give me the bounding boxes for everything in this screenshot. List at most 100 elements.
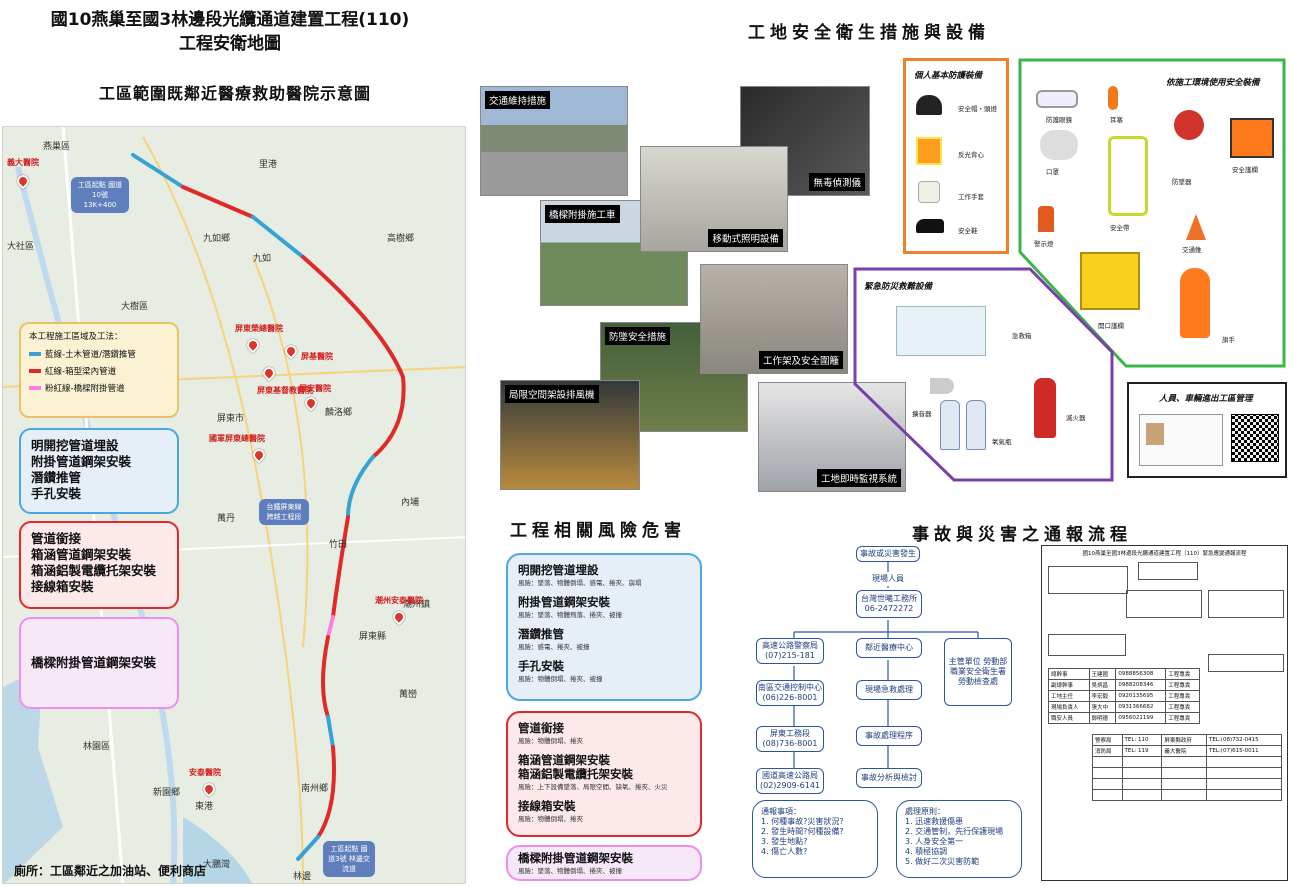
safety-title: 工地安全衛生措施與設備	[748, 23, 990, 43]
emergency-panel-border	[853, 267, 1114, 482]
hospital-label: 屏東基督教醫院	[257, 386, 313, 395]
photo-label: 防墜安全措施	[605, 327, 671, 345]
flow-rescue-node[interactable]: 現場急救處理	[856, 680, 922, 700]
hospital-label: 潮州安泰醫院	[375, 596, 423, 605]
place-label: 內埔	[401, 498, 420, 508]
table-cell: 0988856308	[1115, 668, 1167, 680]
risk-name: 手孔安裝	[518, 659, 564, 673]
flow-start-node[interactable]: 事故或災害發生	[856, 546, 920, 562]
qr-code-icon[interactable]	[1231, 414, 1279, 462]
flow-office-node[interactable]: 台灣世曦工務所 06-2472272	[856, 590, 922, 618]
table-cell: 副總幹事	[1048, 679, 1090, 691]
item-label: 滅火器	[1066, 414, 1086, 422]
item-label: 警示燈	[1034, 240, 1054, 248]
flow-resume-node[interactable]: 事故分析與檢討	[856, 768, 922, 788]
work-item: 箱涵鋁製電纜托架安裝	[31, 563, 157, 578]
doc-title: 國10燕巢至國3林邊段光纜通道建置工程（110）緊急應變通報流程	[1082, 551, 1247, 557]
table-cell: 王建國	[1088, 668, 1117, 680]
panel-title: 個人基本防護裝備	[914, 71, 983, 81]
place-label: 大社區	[7, 242, 35, 252]
risk-hazard: 風險：物體倒塌、捲夾	[518, 815, 583, 823]
photo-cctv[interactable]: 工地即時監視系統	[758, 382, 906, 492]
shoe-icon	[916, 219, 944, 233]
photo-label: 工作架及安全圍籬	[758, 351, 843, 369]
flow-connectors	[793, 560, 979, 768]
hospital-label: 安泰醫院	[189, 768, 221, 777]
legend-label: 藍線-土木管道/潛鑽推管	[45, 350, 136, 360]
legend-swatch	[29, 352, 41, 356]
table-row	[1092, 778, 1282, 790]
table-cell: 消防局	[1092, 745, 1123, 757]
item-label: 反光背心	[958, 151, 984, 159]
legend-label: 紅線-箱型梁內管道	[45, 367, 117, 377]
risk-hazard: 風險：上下設備墜落、局限空間、缺氧、捲夾、火災	[518, 783, 668, 791]
table-cell: 鄭明德	[1088, 712, 1117, 724]
place-label: 里港	[259, 160, 278, 170]
legend-item: 藍線-土木管道/潛鑽推管	[29, 348, 169, 360]
risk-name: 潛鑽推管	[518, 627, 564, 641]
legend-swatch	[29, 386, 41, 390]
hospital-label: 屏東榮總醫院	[235, 324, 283, 333]
emergency-panel: 緊急防災救難設備 急救箱 擴音器 氧氣瓶 滅火器	[852, 266, 1116, 484]
table-row	[1092, 756, 1282, 768]
helmet-icon	[916, 95, 942, 115]
notice-left-box: 通報事項： 1. 何種事故?災害狀況? 2. 發生時間?何種設備? 3. 發生地…	[752, 800, 878, 878]
main-title: 國10燕巢至國3林邊段光纜通道建置工程(110) 工程安衛地圖	[0, 8, 460, 56]
work-item: 附掛管道鋼架安裝	[31, 454, 132, 469]
table-cell: TEL:(08)732-0415	[1206, 734, 1282, 746]
item-label: 防護眼鏡	[1046, 116, 1072, 124]
flow-reporter-node: 現場人員	[862, 572, 914, 586]
photo-label: 無毒偵測儀	[809, 173, 865, 191]
photo-traffic[interactable]: 交通維持措施	[480, 86, 628, 196]
restroom-note: 廁所：工區鄰近之加油站、便利商店	[14, 864, 207, 878]
earplug-icon	[1108, 86, 1118, 110]
warning-light-icon	[1038, 206, 1054, 232]
legend-swatch	[29, 369, 41, 373]
flow-process-node[interactable]: 事故處理程序	[856, 726, 922, 746]
risk-hazard: 風險：墜落、物體飛落、捲夾、被撞	[518, 611, 622, 619]
flow-agencies-node[interactable]: 主管單位 勞動部職業安全衛生署 勞動檢查處	[944, 638, 1012, 706]
notice-title: 處理原則：	[905, 807, 945, 816]
work-item: 明開挖管道埋設	[31, 438, 119, 453]
place-label: 大樹區	[121, 302, 149, 312]
map-legend: 本工程施工區域及工法： 藍線-土木管道/潛鑽推管 紅線-箱型梁內管道 粉紅線-橋…	[19, 322, 179, 418]
flow-police-node[interactable]: 高速公路警察局 (07)215-181	[756, 638, 824, 664]
barrier-icon	[1230, 118, 1274, 158]
panel-title: 緊急防災救難設備	[864, 282, 933, 292]
place-label: 九如鄉	[203, 234, 231, 244]
flow-title: 事故與災害之通報流程	[912, 525, 1132, 545]
flow-branch-node[interactable]: 屏東工務段 (08)736-8001	[756, 726, 824, 752]
table-cell: 現場負責人	[1048, 701, 1090, 713]
notice-line: 4. 積極協調	[905, 847, 948, 856]
risk-name: 接線箱安裝	[518, 799, 576, 813]
env-panel: 依施工環境使用安全裝備 防護眼鏡 耳塞 口罩 安全帶 防墜器 交通錐 安全護欄 …	[1016, 56, 1288, 370]
table-cell: 吳炳昌	[1088, 679, 1117, 691]
photo-scaffold-fence[interactable]: 工作架及安全圍籬	[700, 264, 848, 374]
place-label: 竹田	[329, 540, 348, 550]
flow-traffic-node[interactable]: 南區交通控制中心 (06)226-8001	[756, 680, 824, 706]
item-label: 氧氣瓶	[992, 438, 1012, 446]
hospital-label: 義大醫院	[7, 158, 39, 167]
work-item: 潛鑽推管	[31, 470, 82, 485]
place-label: 林邊	[293, 872, 312, 882]
panel-title: 人員、車輛進出工區管理	[1159, 394, 1253, 404]
flow-hospital-node[interactable]: 鄰近醫療中心	[856, 638, 922, 658]
place-label: 麟洛鄉	[325, 408, 353, 418]
access-control-panel: 人員、車輛進出工區管理	[1127, 382, 1287, 478]
place-label: 南州鄉	[301, 784, 329, 794]
legend-title: 本工程施工區域及工法：	[29, 332, 123, 342]
place-label: 新園鄉	[153, 788, 181, 798]
doc-box	[1208, 590, 1284, 618]
photo-lighting[interactable]: 移動式照明設備	[640, 146, 788, 252]
flow-bureau-node[interactable]: 國道高速公路局 (02)2909-6141	[756, 768, 824, 794]
doc-box	[1208, 654, 1284, 672]
work-item: 管道銜接	[31, 531, 82, 546]
photo-confined-space[interactable]: 局限空間架設排風機	[500, 380, 640, 490]
doc-box	[1048, 634, 1126, 656]
start-point-callout: 工區起點 國道10號 13K+400	[71, 177, 129, 213]
